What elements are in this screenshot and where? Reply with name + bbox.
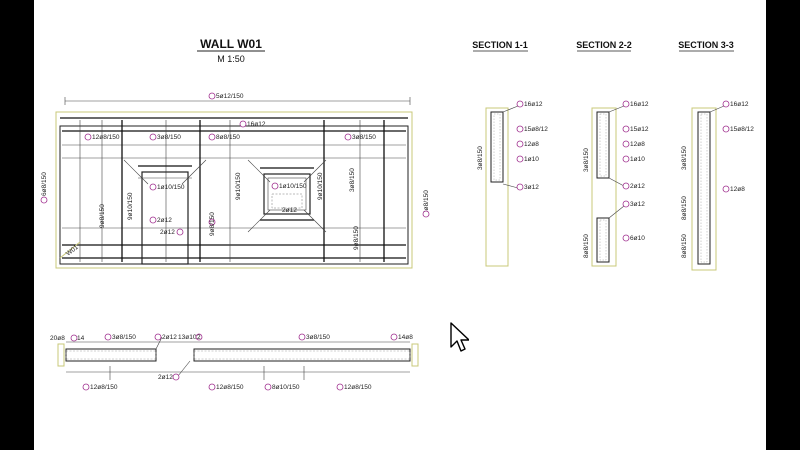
- wall-outline: [59, 125, 409, 265]
- label-upper-right: 3ø8/150: [352, 134, 376, 141]
- svg-text:20ø8: 20ø8: [50, 335, 65, 342]
- svg-text:16ø12: 16ø12: [730, 101, 749, 108]
- svg-text:3ø8/150: 3ø8/150: [681, 146, 688, 170]
- svg-text:8ø8/150: 8ø8/150: [583, 234, 590, 258]
- label-mid-vertical: 9ø8/150: [209, 212, 216, 236]
- label-door-2: 2ø12: [157, 217, 172, 224]
- label-window-2: 2ø12: [282, 207, 297, 214]
- svg-text:15ø12: 15ø12: [630, 126, 649, 133]
- svg-text:12ø8: 12ø8: [524, 141, 539, 148]
- svg-text:3ø12: 3ø12: [630, 201, 645, 208]
- section-2-title: SECTION 2-2: [576, 40, 632, 50]
- corner-mark: W01: [65, 244, 80, 258]
- svg-text:2ø12: 2ø12: [158, 374, 173, 381]
- label-window-side1: 9ø10/150: [235, 172, 242, 200]
- svg-text:14ø8: 14ø8: [398, 334, 413, 341]
- svg-text:1ø10: 1ø10: [630, 156, 645, 163]
- svg-text:12ø8/150: 12ø8/150: [216, 384, 244, 391]
- svg-text:12ø8: 12ø8: [630, 141, 645, 148]
- section-1: 16ø12 15ø8/12 12ø8 1ø10 3ø12 3ø8/150: [477, 100, 548, 267]
- svg-text:16ø12: 16ø12: [630, 101, 649, 108]
- svg-text:12ø8/150: 12ø8/150: [90, 384, 118, 391]
- elevation-outline: [55, 111, 413, 269]
- label-top-dim: 5ø12/150: [216, 93, 244, 100]
- svg-text:14: 14: [77, 335, 85, 342]
- svg-text:3ø8/150: 3ø8/150: [306, 334, 330, 341]
- label-top-bar: 16ø12: [247, 121, 266, 128]
- svg-text:3ø8/150: 3ø8/150: [477, 146, 484, 170]
- svg-text:15ø8/12: 15ø8/12: [730, 126, 754, 133]
- label-upper-mid2: 8ø8/150: [216, 134, 240, 141]
- svg-text:8ø8/150: 8ø8/150: [681, 234, 688, 258]
- svg-text:6ø10: 6ø10: [630, 235, 645, 242]
- label-upper-mid1: 3ø8/150: [157, 134, 181, 141]
- label-right-upper: 3ø8/150: [349, 168, 356, 192]
- svg-text:2ø12: 2ø12: [630, 183, 645, 190]
- svg-text:12ø8: 12ø8: [730, 186, 745, 193]
- svg-text:13ø10: 13ø10: [178, 334, 197, 341]
- scale-label: M 1:50: [217, 54, 245, 64]
- label-door-side: 9ø10/150: [127, 192, 134, 220]
- section-2: 16ø12 15ø12 12ø8 1ø10 2ø12 3ø12 6ø10 3ø8…: [583, 100, 649, 267]
- label-right-inner: 9ø8/150: [353, 226, 360, 250]
- section-3: 16ø12 15ø8/12 12ø8 3ø8/150 8ø8/150 8ø8/1…: [681, 100, 754, 271]
- mouse-pointer-icon: [450, 322, 469, 352]
- elevation-labels: 5ø12/150 16ø12 12ø8/150 3ø8/150 8ø8/150 …: [40, 92, 430, 250]
- label-window-1: 1ø10/150: [279, 183, 307, 190]
- svg-text:3ø8/150: 3ø8/150: [112, 334, 136, 341]
- svg-text:8ø10/150: 8ø10/150: [272, 384, 300, 391]
- svg-text:1ø10: 1ø10: [524, 156, 539, 163]
- section-3-title: SECTION 3-3: [678, 40, 734, 50]
- label-door-1: 1ø10/150: [157, 184, 185, 191]
- structural-drawing: WALL W01 M 1:50 SECTION 1-1 SECTION 2-2 …: [40, 37, 754, 391]
- wall-title: WALL W01: [200, 37, 262, 51]
- label-left-side: 6ø8/150: [41, 172, 48, 196]
- label-right-side: 6ø8/150: [423, 190, 430, 214]
- svg-text:2: 2: [197, 334, 201, 341]
- svg-text:3ø12: 3ø12: [524, 184, 539, 191]
- wall-elevation: W01: [55, 97, 413, 269]
- svg-text:2ø12: 2ø12: [162, 334, 177, 341]
- plan-labels: 20ø8 14 3ø8/150 2ø12 13ø10 2 3ø8/150 14ø…: [50, 333, 413, 391]
- svg-text:3ø8/150: 3ø8/150: [583, 148, 590, 172]
- drawing-sheet: WALL W01 M 1:50 SECTION 1-1 SECTION 2-2 …: [34, 0, 766, 450]
- label-window-side2: 9ø10/150: [317, 172, 324, 200]
- window-opening: [263, 173, 311, 215]
- door-opening: [141, 171, 189, 265]
- wall-plan: [57, 336, 419, 380]
- svg-text:16ø12: 16ø12: [524, 101, 543, 108]
- svg-text:12ø8/150: 12ø8/150: [344, 384, 372, 391]
- label-left-inner: 9ø8/150: [99, 204, 106, 228]
- label-door-3: 2ø12: [160, 229, 175, 236]
- label-upper-left: 12ø8/150: [92, 134, 120, 141]
- svg-text:15ø8/12: 15ø8/12: [524, 126, 548, 133]
- svg-text:8ø8/150: 8ø8/150: [681, 196, 688, 220]
- section-1-title: SECTION 1-1: [472, 40, 528, 50]
